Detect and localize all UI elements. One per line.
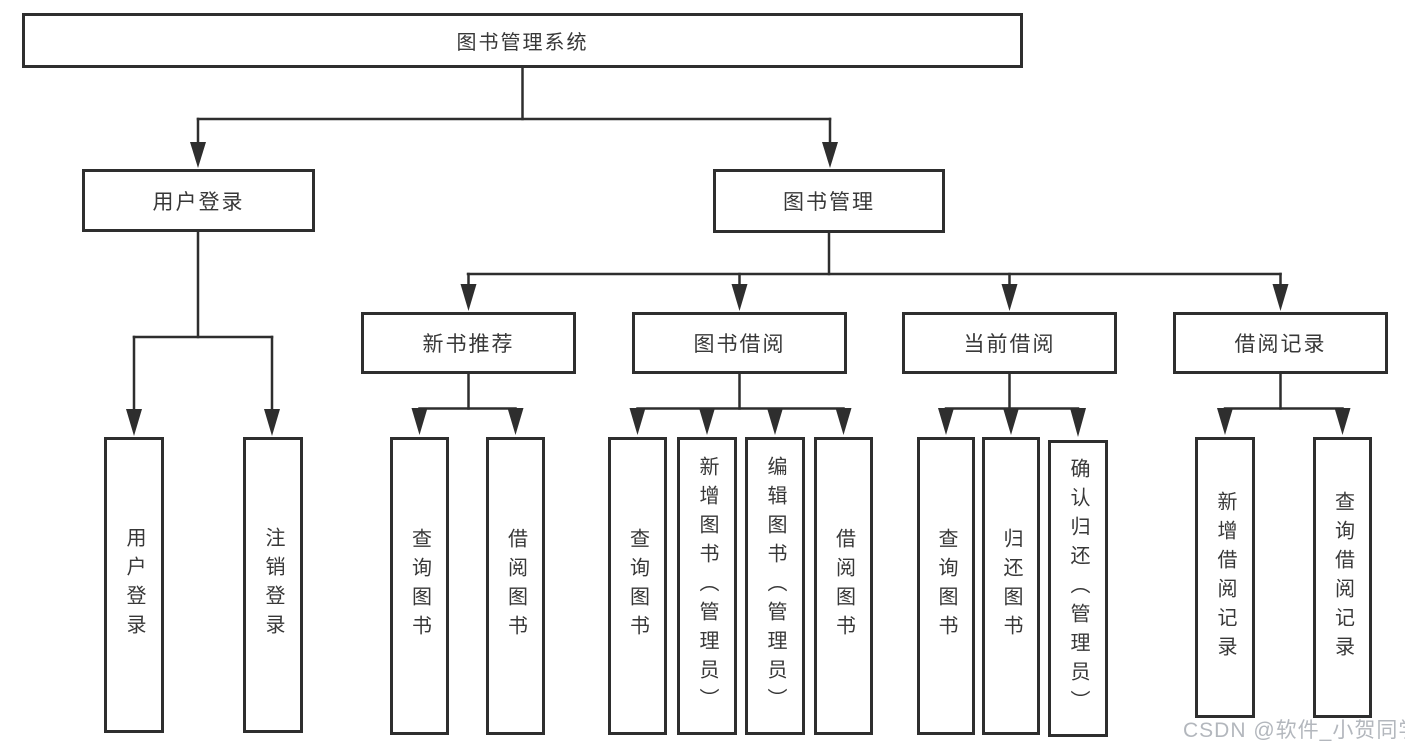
leaf-borrow-books: 借阅图书 [814, 437, 873, 735]
leaf-logout: 注销登录 [243, 437, 303, 733]
leaf-confirm-return-admin: 确认归还（管理员） [1048, 440, 1108, 737]
leaf-query-books-current: 查询图书 [917, 437, 975, 735]
node-borrowing-records: 借阅记录 [1173, 312, 1388, 374]
leaf-add-borrow-record: 新增借阅记录 [1195, 437, 1255, 718]
leaf-borrow-books-recommend: 借阅图书 [486, 437, 545, 735]
leaf-add-books-admin: 新增图书（管理员） [677, 437, 737, 735]
leaf-return-books: 归还图书 [982, 437, 1040, 735]
leaf-query-books-borrowing: 查询图书 [608, 437, 667, 735]
csdn-watermark: CSDN @软件_小贺同学 [1183, 719, 1405, 742]
leaf-query-borrow-record: 查询借阅记录 [1313, 437, 1372, 718]
node-new-book-recommend: 新书推荐 [361, 312, 576, 374]
leaf-query-books-recommend: 查询图书 [390, 437, 449, 735]
node-current-borrowing: 当前借阅 [902, 312, 1117, 374]
leaf-edit-books-admin: 编辑图书（管理员） [745, 437, 805, 735]
node-user-login: 用户登录 [82, 169, 315, 232]
node-library-management-system: 图书管理系统 [22, 13, 1023, 68]
node-book-management: 图书管理 [713, 169, 945, 233]
leaf-user-login: 用户登录 [104, 437, 164, 733]
node-book-borrowing: 图书借阅 [632, 312, 847, 374]
